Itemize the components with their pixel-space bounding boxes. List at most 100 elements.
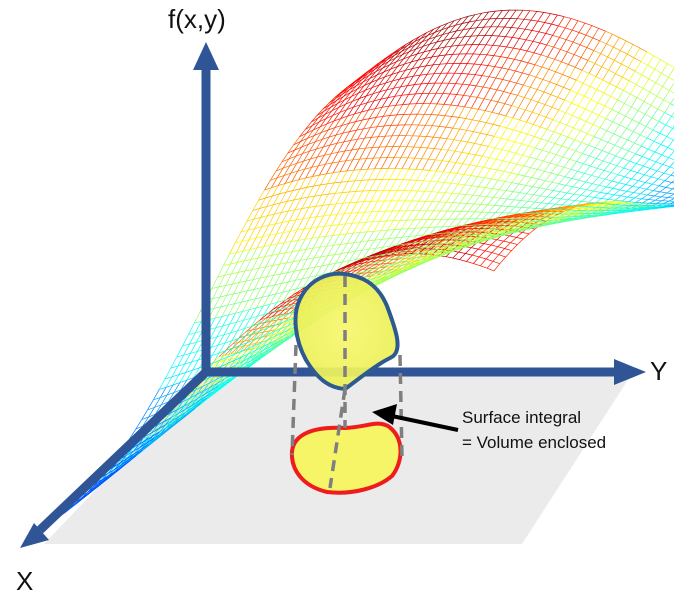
mesh-line — [587, 60, 630, 82]
mesh-line — [517, 94, 559, 111]
mesh-line — [477, 47, 514, 110]
mesh-line — [652, 129, 674, 141]
mesh-line — [352, 87, 394, 102]
mesh-line — [600, 201, 629, 209]
mesh-line — [665, 205, 674, 208]
mesh-line — [546, 128, 589, 146]
mesh-line — [423, 235, 466, 242]
mesh-line — [430, 230, 472, 251]
mesh-line — [595, 201, 623, 208]
mesh-line — [444, 16, 469, 48]
mesh-line — [624, 203, 652, 210]
mesh-line — [581, 69, 624, 91]
mesh-line — [373, 168, 410, 232]
mesh-line — [453, 236, 495, 246]
mesh-line — [523, 165, 565, 178]
mesh-line — [211, 279, 254, 289]
mesh-line — [223, 256, 265, 266]
mesh-line — [176, 385, 219, 411]
mesh-line — [491, 122, 527, 180]
mesh-line — [399, 146, 442, 150]
mesh-line — [570, 89, 612, 110]
mesh-line — [217, 330, 260, 346]
mesh-line — [599, 127, 642, 147]
mesh-line — [260, 289, 302, 320]
mesh-line — [582, 206, 625, 209]
mesh-line — [299, 118, 341, 138]
mesh-line — [252, 199, 295, 211]
mesh-line — [206, 348, 248, 366]
mesh-line — [380, 169, 417, 231]
mesh-line — [299, 181, 342, 190]
mesh-line — [493, 233, 530, 272]
mesh-line — [441, 240, 484, 254]
mesh-line — [346, 168, 389, 172]
mesh-line — [488, 211, 530, 214]
mesh-line — [464, 184, 507, 191]
mesh-line — [412, 231, 455, 252]
mesh-line — [247, 312, 290, 351]
mesh-line — [352, 157, 395, 161]
mesh-line — [165, 397, 207, 426]
mesh-line — [576, 79, 618, 101]
mesh-line — [484, 49, 521, 111]
mesh-line — [499, 45, 541, 56]
mesh-line — [441, 230, 484, 250]
x-axis — [20, 368, 210, 548]
mesh-line — [494, 227, 537, 237]
mesh-line — [612, 208, 654, 213]
mesh-line — [361, 61, 397, 113]
mesh-line — [588, 144, 630, 162]
mesh-line — [576, 161, 618, 176]
mesh-line — [294, 262, 336, 272]
mesh-line — [635, 174, 672, 203]
vertical-axis-arrowhead — [193, 42, 219, 70]
mesh-line — [458, 44, 500, 47]
mesh-line — [241, 291, 283, 303]
mesh-line — [500, 225, 542, 234]
mesh-line — [629, 160, 671, 176]
mesh-line — [494, 205, 536, 209]
mesh-line — [393, 82, 436, 89]
mesh-line — [423, 180, 465, 186]
mesh-line — [276, 226, 318, 235]
mesh-line — [287, 136, 330, 154]
mesh-line — [523, 84, 565, 101]
mesh-line — [472, 254, 500, 265]
mesh-line — [453, 202, 495, 206]
mesh-line — [571, 212, 613, 215]
mesh-line — [511, 105, 554, 121]
mesh-line — [623, 90, 665, 113]
mesh-line — [194, 312, 236, 324]
mesh-line — [541, 138, 583, 154]
mesh-line — [641, 145, 674, 161]
mesh-line — [564, 99, 606, 119]
mesh-line — [376, 189, 418, 192]
mesh-line — [387, 169, 423, 231]
mesh-line — [605, 30, 647, 53]
mesh-line — [288, 272, 330, 283]
mesh-line — [565, 213, 607, 218]
mesh-line — [458, 193, 501, 199]
mesh-line — [477, 216, 519, 232]
mesh-line — [646, 51, 674, 68]
mesh-line — [559, 215, 601, 221]
mesh-line — [463, 113, 500, 175]
mesh-line — [347, 238, 389, 244]
mesh-line — [481, 9, 524, 14]
mesh-line — [264, 177, 306, 191]
x-axis-label: X — [16, 566, 34, 596]
mesh-line — [582, 153, 624, 169]
mesh-line — [564, 16, 606, 32]
mesh-line — [601, 97, 638, 151]
mesh-line — [381, 103, 424, 108]
mesh-line — [235, 342, 278, 366]
mesh-line — [393, 32, 435, 55]
mesh-line — [453, 230, 496, 249]
mesh-line — [593, 136, 636, 155]
mesh-line — [506, 223, 548, 231]
x-axis-arrowhead — [20, 523, 49, 548]
y-axis-arrowhead — [614, 359, 646, 385]
mesh-line — [465, 229, 507, 237]
